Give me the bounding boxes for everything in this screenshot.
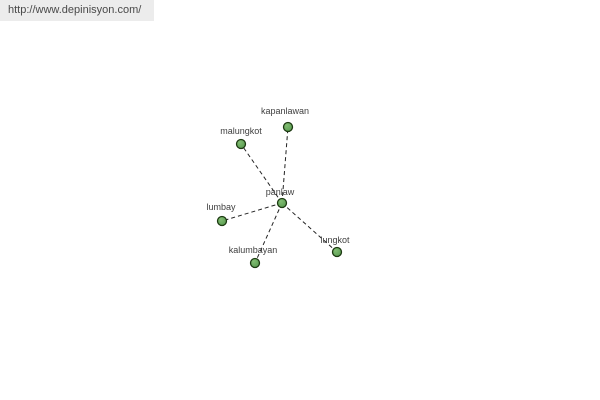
edge-panlaw-kalumbayan <box>254 202 283 264</box>
node-kalumbayan[interactable] <box>249 257 261 269</box>
address-bar[interactable]: http://www.depinisyon.com/ <box>0 0 154 21</box>
node-panlaw[interactable] <box>276 197 288 209</box>
node-label-kapanlawan: kapanlawan <box>261 106 309 116</box>
node-label-panlaw: panlaw <box>266 187 295 197</box>
edge-panlaw-lumbay <box>221 202 283 222</box>
node-label-lungkot: lungkot <box>320 235 350 245</box>
node-label-kalumbayan: kalumbayan <box>229 245 278 255</box>
edge-panlaw-kapanlawan <box>281 126 289 204</box>
edge-panlaw-malungkot <box>240 143 283 204</box>
node-label-lumbay: lumbay <box>206 202 236 212</box>
node-label-malungkot: malungkot <box>220 126 262 136</box>
node-kapanlawan[interactable] <box>282 121 294 133</box>
edge-panlaw-lungkot <box>281 202 338 253</box>
node-lumbay[interactable] <box>216 215 228 227</box>
node-malungkot[interactable] <box>235 138 247 150</box>
node-lungkot[interactable] <box>331 246 343 258</box>
